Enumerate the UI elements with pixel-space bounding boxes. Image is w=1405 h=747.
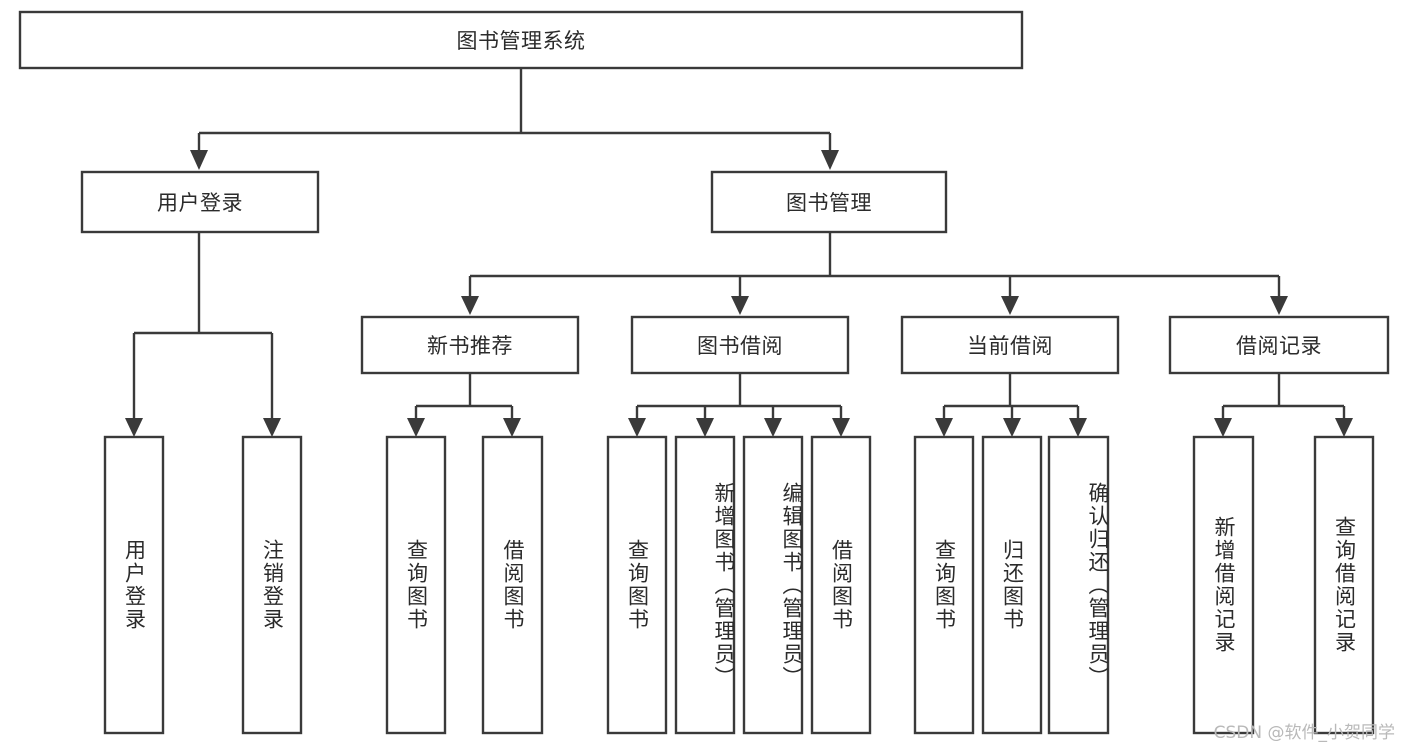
node-box-leaf[interactable] — [981, 435, 1043, 735]
node-box-book-borrow[interactable] — [630, 315, 850, 375]
node-box-borrow-record[interactable] — [1168, 315, 1390, 375]
connector-userlogin-to-leaves — [125, 232, 281, 437]
arrow-head-icon — [696, 418, 714, 437]
arrow-head-icon — [1214, 418, 1232, 437]
node-box-leaf[interactable] — [606, 435, 668, 735]
connector-newbook-to-leaves — [407, 373, 521, 437]
arrow-head-icon — [1003, 418, 1021, 437]
node-box-leaf[interactable] — [481, 435, 544, 735]
arrow-head-icon — [628, 418, 646, 437]
arrow-head-icon — [125, 418, 143, 437]
node-box-root[interactable] — [18, 10, 1024, 70]
node-box-leaf[interactable] — [810, 435, 872, 735]
node-box-leaf[interactable] — [674, 435, 736, 735]
arrow-head-icon — [190, 150, 208, 170]
connector-currentborrow-to-leaves — [935, 373, 1087, 437]
node-box-leaf[interactable] — [1192, 435, 1255, 735]
arrow-head-icon — [1335, 418, 1353, 437]
arrow-head-icon — [832, 418, 850, 437]
connector-bookborrow-to-leaves — [628, 373, 850, 437]
arrow-head-icon — [1001, 296, 1019, 315]
node-box-leaf[interactable] — [742, 435, 804, 735]
arrow-head-icon — [731, 296, 749, 315]
node-box-leaf[interactable] — [103, 435, 165, 735]
node-box-user-login[interactable] — [80, 170, 320, 234]
node-box-leaf[interactable] — [385, 435, 447, 735]
arrow-head-icon — [503, 418, 521, 437]
connector-borrowrecord-to-leaves — [1214, 373, 1353, 437]
node-box-new-book-recommend[interactable] — [360, 315, 580, 375]
arrow-head-icon — [821, 150, 839, 170]
connector-root-to-level2 — [190, 68, 839, 170]
arrow-head-icon — [935, 418, 953, 437]
node-box-current-borrow[interactable] — [900, 315, 1120, 375]
node-box-leaf[interactable] — [913, 435, 975, 735]
arrow-head-icon — [1069, 418, 1087, 437]
node-box-leaf[interactable] — [1047, 435, 1110, 735]
node-box-book-management[interactable] — [710, 170, 948, 234]
connector-bookmgmt-to-level3 — [461, 232, 1288, 315]
arrow-head-icon — [1270, 296, 1288, 315]
arrow-head-icon — [764, 418, 782, 437]
node-box-leaf[interactable] — [1313, 435, 1375, 735]
arrow-head-icon — [263, 418, 281, 437]
node-box-leaf[interactable] — [241, 435, 303, 735]
arrow-head-icon — [461, 296, 479, 315]
arrow-head-icon — [407, 418, 425, 437]
